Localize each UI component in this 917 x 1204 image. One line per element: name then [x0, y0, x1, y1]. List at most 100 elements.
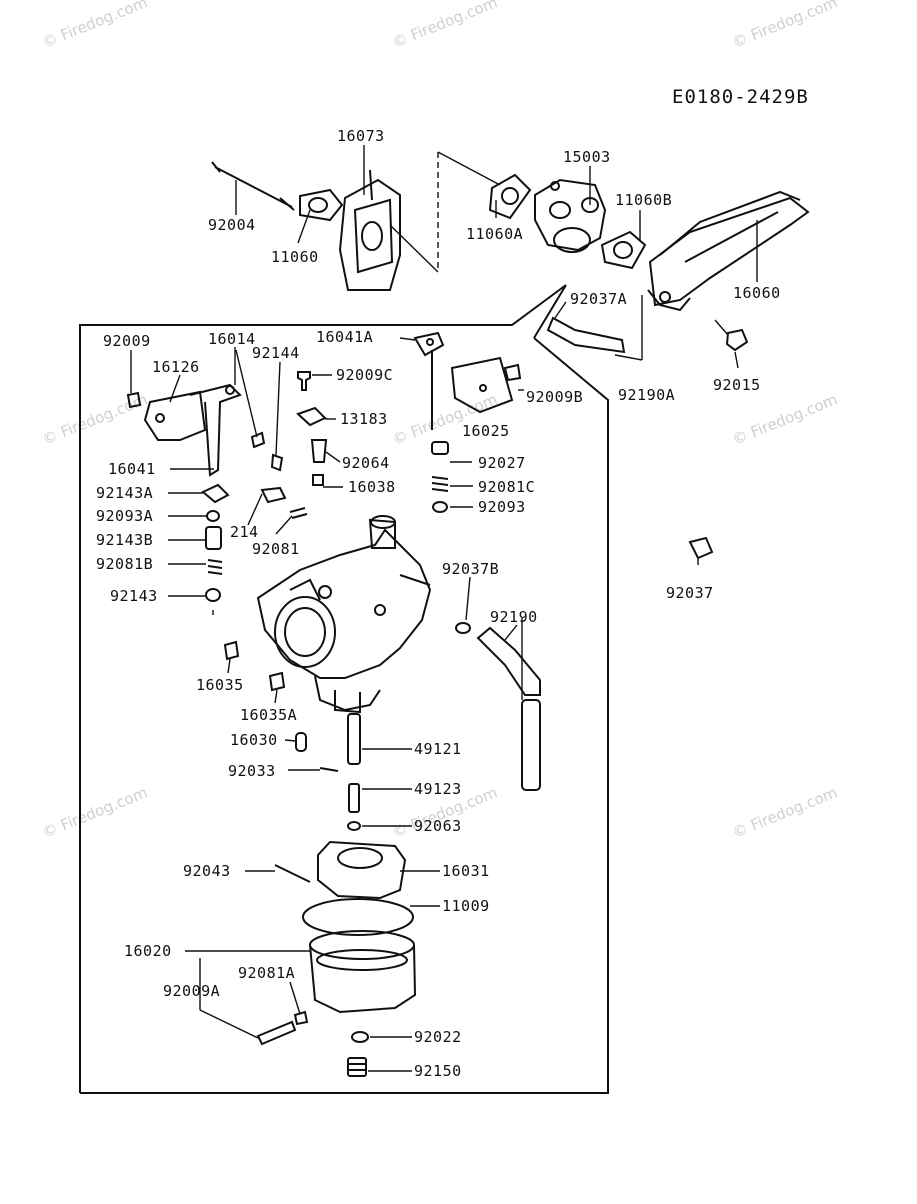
- watermark: © Firedog.com: [730, 783, 840, 841]
- label-15003: 15003: [563, 148, 611, 166]
- part-92143A: [201, 483, 230, 504]
- screw-16035: [223, 640, 240, 661]
- label-92004: 92004: [208, 216, 256, 234]
- label-92081C: 92081C: [478, 478, 535, 496]
- jet-49121: [347, 713, 361, 765]
- part-labels: 16073 15003 11060B 92004 11060 11060A 16…: [96, 127, 781, 1080]
- part-16030: [295, 732, 307, 752]
- shaft-16041: [189, 383, 242, 477]
- lever-13183: [296, 406, 327, 427]
- label-92037A: 92037A: [570, 290, 627, 308]
- clip-92037: [688, 536, 714, 560]
- label-92015: 92015: [713, 376, 761, 394]
- label-92043: 92043: [183, 862, 231, 880]
- stud-92004: [211, 161, 295, 211]
- housing-16073: [338, 169, 401, 291]
- part-92063: [347, 821, 361, 831]
- label-16020: 16020: [124, 942, 172, 960]
- label-92037: 92037: [666, 584, 714, 602]
- label-92033: 92033: [228, 762, 276, 780]
- part-92093A: [206, 510, 220, 522]
- frame-outline: [79, 284, 567, 1093]
- plate-16126: [143, 390, 207, 441]
- hose-92190: [476, 626, 541, 791]
- pin-92043: [274, 864, 311, 883]
- label-16041: 16041: [108, 460, 156, 478]
- label-92190: 92190: [490, 608, 538, 626]
- label-92143B: 92143B: [96, 531, 153, 549]
- screw-92009C: [297, 371, 311, 391]
- part-92143B: [205, 526, 222, 550]
- watermark: © Firedog.com: [40, 0, 150, 52]
- label-92027: 92027: [478, 454, 526, 472]
- nut-92015: [725, 328, 749, 352]
- gasket-11060B: [600, 230, 647, 270]
- disc-16025: [450, 356, 514, 414]
- watermarks: © Firedog.com © Firedog.com © Firedog.co…: [40, 0, 840, 842]
- label-92064: 92064: [342, 454, 390, 472]
- spring-92081: [289, 507, 308, 519]
- leader-line: [389, 224, 439, 273]
- frame-outline-join: [533, 284, 567, 339]
- label-16030: 16030: [230, 731, 278, 749]
- label-13183: 13183: [340, 410, 388, 428]
- label-16025: 16025: [462, 422, 510, 440]
- pin-92033: [319, 767, 339, 772]
- label-16073: 16073: [337, 127, 385, 145]
- label-11009: 11009: [442, 897, 490, 915]
- label-92093: 92093: [478, 498, 526, 516]
- spring-92081A: [293, 1010, 309, 1026]
- screw-16035A: [268, 671, 286, 692]
- gasket-11060A: [488, 173, 532, 220]
- part-92093: [432, 501, 448, 513]
- part-92144: [270, 453, 284, 472]
- label-16126: 16126: [152, 358, 200, 376]
- oring-92022: [351, 1031, 369, 1043]
- screw-16014: [250, 431, 266, 449]
- leader-lines: [130, 145, 758, 1072]
- oring-92037B: [455, 622, 471, 634]
- label-92009B: 92009B: [526, 388, 583, 406]
- watermark: © Firedog.com: [730, 0, 840, 52]
- screw-214: [260, 486, 287, 504]
- label-49123: 49123: [414, 780, 462, 798]
- label-92081: 92081: [252, 540, 300, 558]
- duct-16060: [647, 190, 810, 312]
- spring-92081C: [431, 476, 449, 492]
- label-92143A: 92143A: [96, 484, 153, 502]
- label-16041A: 16041A: [316, 328, 373, 346]
- label-49121: 49121: [414, 740, 462, 758]
- label-92190A: 92190A: [618, 386, 675, 404]
- lever-16041A: [413, 331, 445, 430]
- frame-outline-right: [80, 337, 609, 1094]
- spring-92081B: [207, 559, 223, 575]
- label-16060: 16060: [733, 284, 781, 302]
- watermark: © Firedog.com: [40, 783, 150, 841]
- tube-92037A: [546, 316, 626, 354]
- screw-92064: [310, 439, 328, 463]
- label-92081A: 92081A: [238, 964, 295, 982]
- label-11060: 11060: [271, 248, 319, 266]
- part-92027: [431, 441, 449, 455]
- part-92143: [205, 588, 221, 602]
- watermark: © Firedog.com: [40, 390, 150, 448]
- label-92063: 92063: [414, 817, 462, 835]
- leader-line: [437, 151, 501, 186]
- label-92150: 92150: [414, 1062, 462, 1080]
- label-92009A: 92009A: [163, 982, 220, 1000]
- screw-92009: [126, 391, 142, 409]
- part-16038: [312, 474, 324, 486]
- bowl-16020: [309, 930, 417, 1014]
- carb-body: [256, 515, 432, 714]
- watermark: © Firedog.com: [730, 390, 840, 448]
- label-92009C: 92009C: [336, 366, 393, 384]
- label-16035: 16035: [196, 676, 244, 694]
- diagram-code: E0180-2429B: [672, 86, 809, 108]
- label-16031: 16031: [442, 862, 490, 880]
- label-11060B: 11060B: [615, 191, 672, 209]
- label-92093A: 92093A: [96, 507, 153, 525]
- gasket-11060: [299, 188, 344, 222]
- screw-92009A: [256, 1020, 297, 1046]
